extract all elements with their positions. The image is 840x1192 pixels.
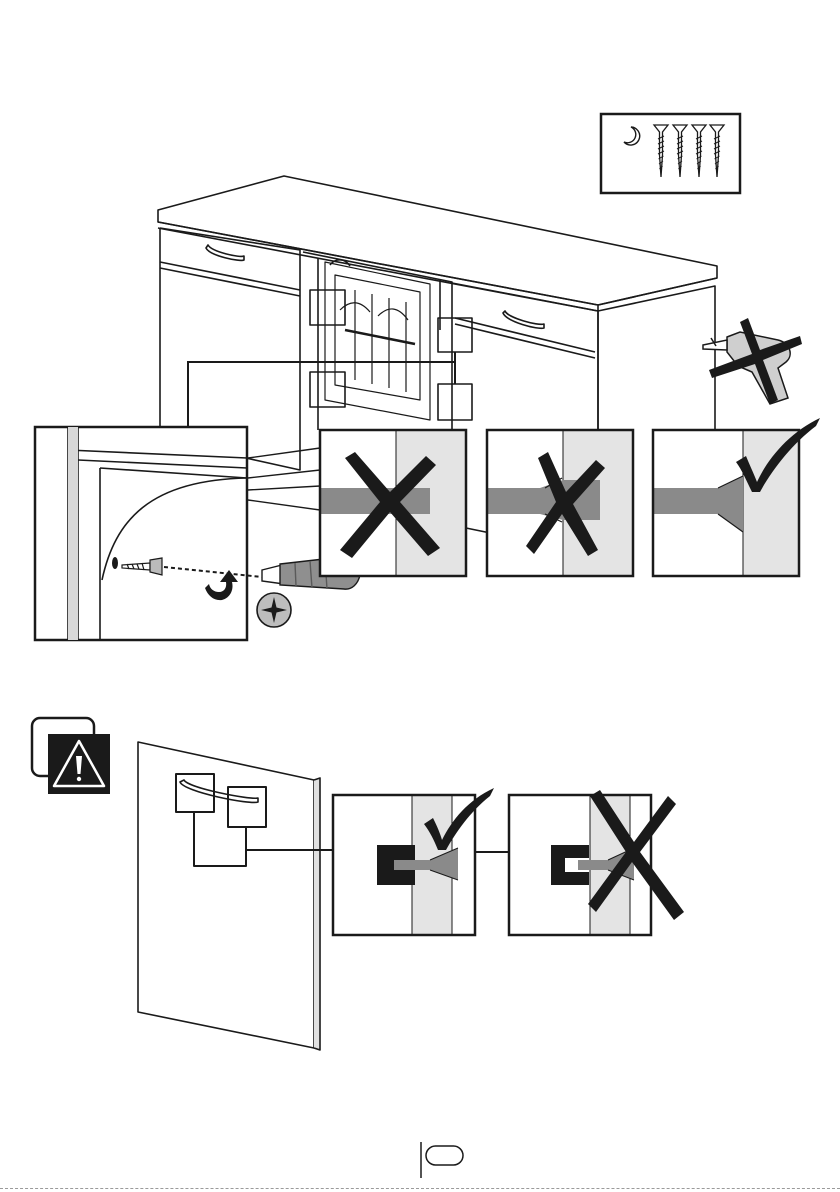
detail-inset-wrong-1	[320, 430, 466, 576]
page-trim-line	[0, 1188, 840, 1189]
drawer-handle-right	[503, 311, 544, 328]
screw-fit-inset-wrong	[509, 790, 684, 935]
screw-fit-inset-correct	[333, 788, 494, 935]
detail-inset-wrong-2	[487, 430, 633, 576]
drawer-handle-left	[206, 245, 244, 260]
screw-detail-inset	[35, 427, 361, 640]
page-footer	[421, 1142, 463, 1178]
language-code-pill-icon	[426, 1146, 463, 1165]
dishwasher-inner	[325, 260, 430, 420]
warning-badge	[32, 718, 110, 794]
parts-box	[601, 114, 740, 193]
furniture-door-panel	[138, 742, 333, 1050]
detail-inset-correct	[653, 418, 820, 576]
prohibited-power-drill	[703, 318, 802, 404]
phillips-head-icon	[257, 593, 291, 627]
